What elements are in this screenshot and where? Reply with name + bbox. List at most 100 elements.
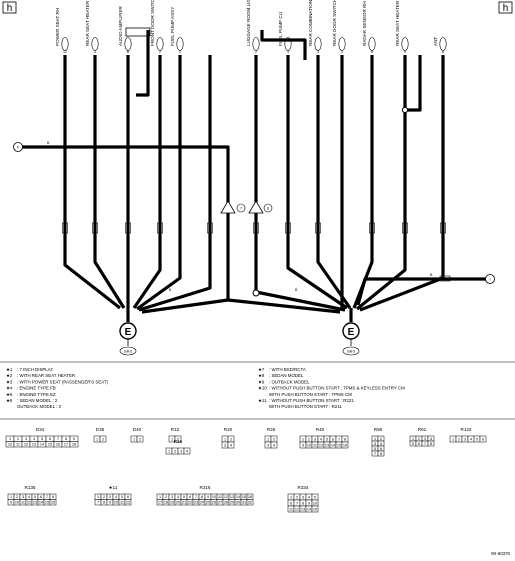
- svg-text:A: A: [442, 50, 445, 54]
- svg-text:15: 15: [242, 495, 246, 499]
- connector-view: R26: [267, 427, 276, 432]
- svg-text:4: 4: [33, 437, 35, 441]
- svg-text:R334: R334: [298, 485, 309, 490]
- svg-text:4: 4: [230, 443, 232, 447]
- svg-text:4: 4: [177, 495, 179, 499]
- svg-text:E: E: [125, 327, 132, 338]
- component-label: FUEL PUMP CU4: [278, 12, 292, 54]
- svg-text:2: 2: [102, 437, 104, 441]
- svg-text:3: 3: [94, 50, 96, 54]
- note-mark: ★4: [6, 386, 13, 391]
- svg-text:4: 4: [380, 442, 382, 446]
- svg-text:4: 4: [287, 50, 289, 54]
- svg-text:R122: R122: [461, 427, 472, 432]
- page-tag-right-text: h: [503, 3, 509, 14]
- note-text: : ENGINE TYPE EZ: [17, 392, 56, 397]
- svg-text:3: 3: [180, 449, 182, 453]
- svg-text:3: 3: [109, 495, 111, 499]
- svg-text:5: 5: [121, 495, 123, 499]
- svg-text:1: 1: [133, 437, 135, 441]
- svg-text:R12: R12: [171, 427, 180, 432]
- svg-text:6: 6: [332, 437, 334, 441]
- svg-text:B: B: [47, 141, 50, 145]
- svg-text:11: 11: [313, 443, 317, 447]
- svg-text:1: 1: [171, 437, 173, 441]
- svg-text:23: 23: [194, 501, 198, 505]
- svg-text:7: 7: [195, 495, 197, 499]
- svg-text:5: 5: [412, 442, 414, 446]
- svg-text:6: 6: [482, 437, 484, 441]
- svg-text:4: 4: [430, 437, 432, 441]
- connector-view: R16: [174, 439, 183, 444]
- connector-view: R316: [200, 485, 211, 490]
- note-text: WITH PUSH BUTTON START : R211: [269, 404, 342, 409]
- svg-text:4: 4: [115, 495, 117, 499]
- svg-text:4: 4: [28, 495, 30, 499]
- svg-text:FUEL PUMP ASSY: FUEL PUMP ASSY: [170, 7, 175, 46]
- connector-view: R122: [461, 427, 472, 432]
- svg-text:16: 16: [56, 443, 60, 447]
- svg-text:11: 11: [218, 495, 222, 499]
- svg-text:13: 13: [301, 507, 305, 511]
- svg-text:1: 1: [97, 495, 99, 499]
- svg-text:2: 2: [174, 449, 176, 453]
- svg-text:15: 15: [337, 443, 341, 447]
- svg-text:6: 6: [380, 447, 382, 451]
- note-text: : OUTBACK MODEL: [269, 379, 310, 384]
- svg-text:4: 4: [320, 437, 322, 441]
- svg-text:8: 8: [103, 501, 105, 505]
- svg-text:10: 10: [307, 443, 311, 447]
- note-mark: ★9: [258, 379, 265, 384]
- svg-text:8: 8: [302, 501, 304, 505]
- note-text: : WITH BSD/RCTA: [269, 367, 306, 372]
- note-mark: ★10: [258, 386, 267, 391]
- diagram-id: WI-60370: [491, 551, 511, 556]
- svg-text:3: 3: [314, 437, 316, 441]
- svg-text:2: 2: [16, 495, 18, 499]
- connector-view: R334: [298, 485, 309, 490]
- svg-text:D35: D35: [96, 427, 105, 432]
- connector-view: D34: [36, 427, 45, 432]
- svg-text:2: 2: [17, 437, 19, 441]
- wire-color-labels: B B B B: [47, 141, 433, 292]
- svg-text:8: 8: [65, 437, 67, 441]
- connector-i: I: [485, 274, 495, 284]
- svg-text:4: 4: [308, 495, 310, 499]
- svg-text:1: 1: [267, 437, 269, 441]
- note-text: : ENGINE TYPE FB: [17, 386, 56, 391]
- svg-text:2: 2: [139, 437, 141, 441]
- svg-text:AUDIO AMPLIFIER: AUDIO AMPLIFIER: [118, 5, 123, 46]
- svg-text:RADAR SENSOR RH (SLAVE): RADAR SENSOR RH (SLAVE): [362, 0, 367, 46]
- svg-text:2: 2: [179, 50, 181, 54]
- svg-text:R26: R26: [267, 427, 276, 432]
- svg-text:LUGGAGE ROOM LIGHT: LUGGAGE ROOM LIGHT: [246, 0, 251, 46]
- svg-text:27: 27: [218, 501, 222, 505]
- svg-text:6: 6: [290, 501, 292, 505]
- svg-text:★11: ★11: [109, 485, 118, 490]
- svg-text:7: 7: [97, 501, 99, 505]
- svg-text:R135: R135: [25, 485, 36, 490]
- svg-text:24: 24: [200, 501, 204, 505]
- svg-text:12: 12: [126, 501, 130, 505]
- svg-text:13: 13: [325, 443, 329, 447]
- svg-text:B: B: [127, 50, 130, 54]
- note-text: : 7 INCH DISPLAY: [17, 367, 53, 372]
- page-tag-left: h: [2, 1, 17, 14]
- svg-text:1: 1: [96, 437, 98, 441]
- svg-text:7: 7: [374, 452, 376, 456]
- note-mark: ★7: [258, 367, 265, 372]
- svg-text:16: 16: [343, 443, 347, 447]
- svg-text:10: 10: [313, 501, 317, 505]
- svg-text:9: 9: [308, 501, 310, 505]
- connector-view: R40: [316, 427, 325, 432]
- audio-amplifier-box: [125, 27, 151, 37]
- note-text: : WITH POWER SEAT (PASSENGER'S SEAT): [17, 379, 109, 384]
- note-text: OUTBACK MODEL : 3: [17, 404, 62, 409]
- svg-text:4: 4: [470, 437, 472, 441]
- svg-text:2: 2: [380, 437, 382, 441]
- svg-text:25: 25: [206, 501, 210, 505]
- svg-text:14: 14: [236, 495, 240, 499]
- svg-text:10: 10: [212, 495, 216, 499]
